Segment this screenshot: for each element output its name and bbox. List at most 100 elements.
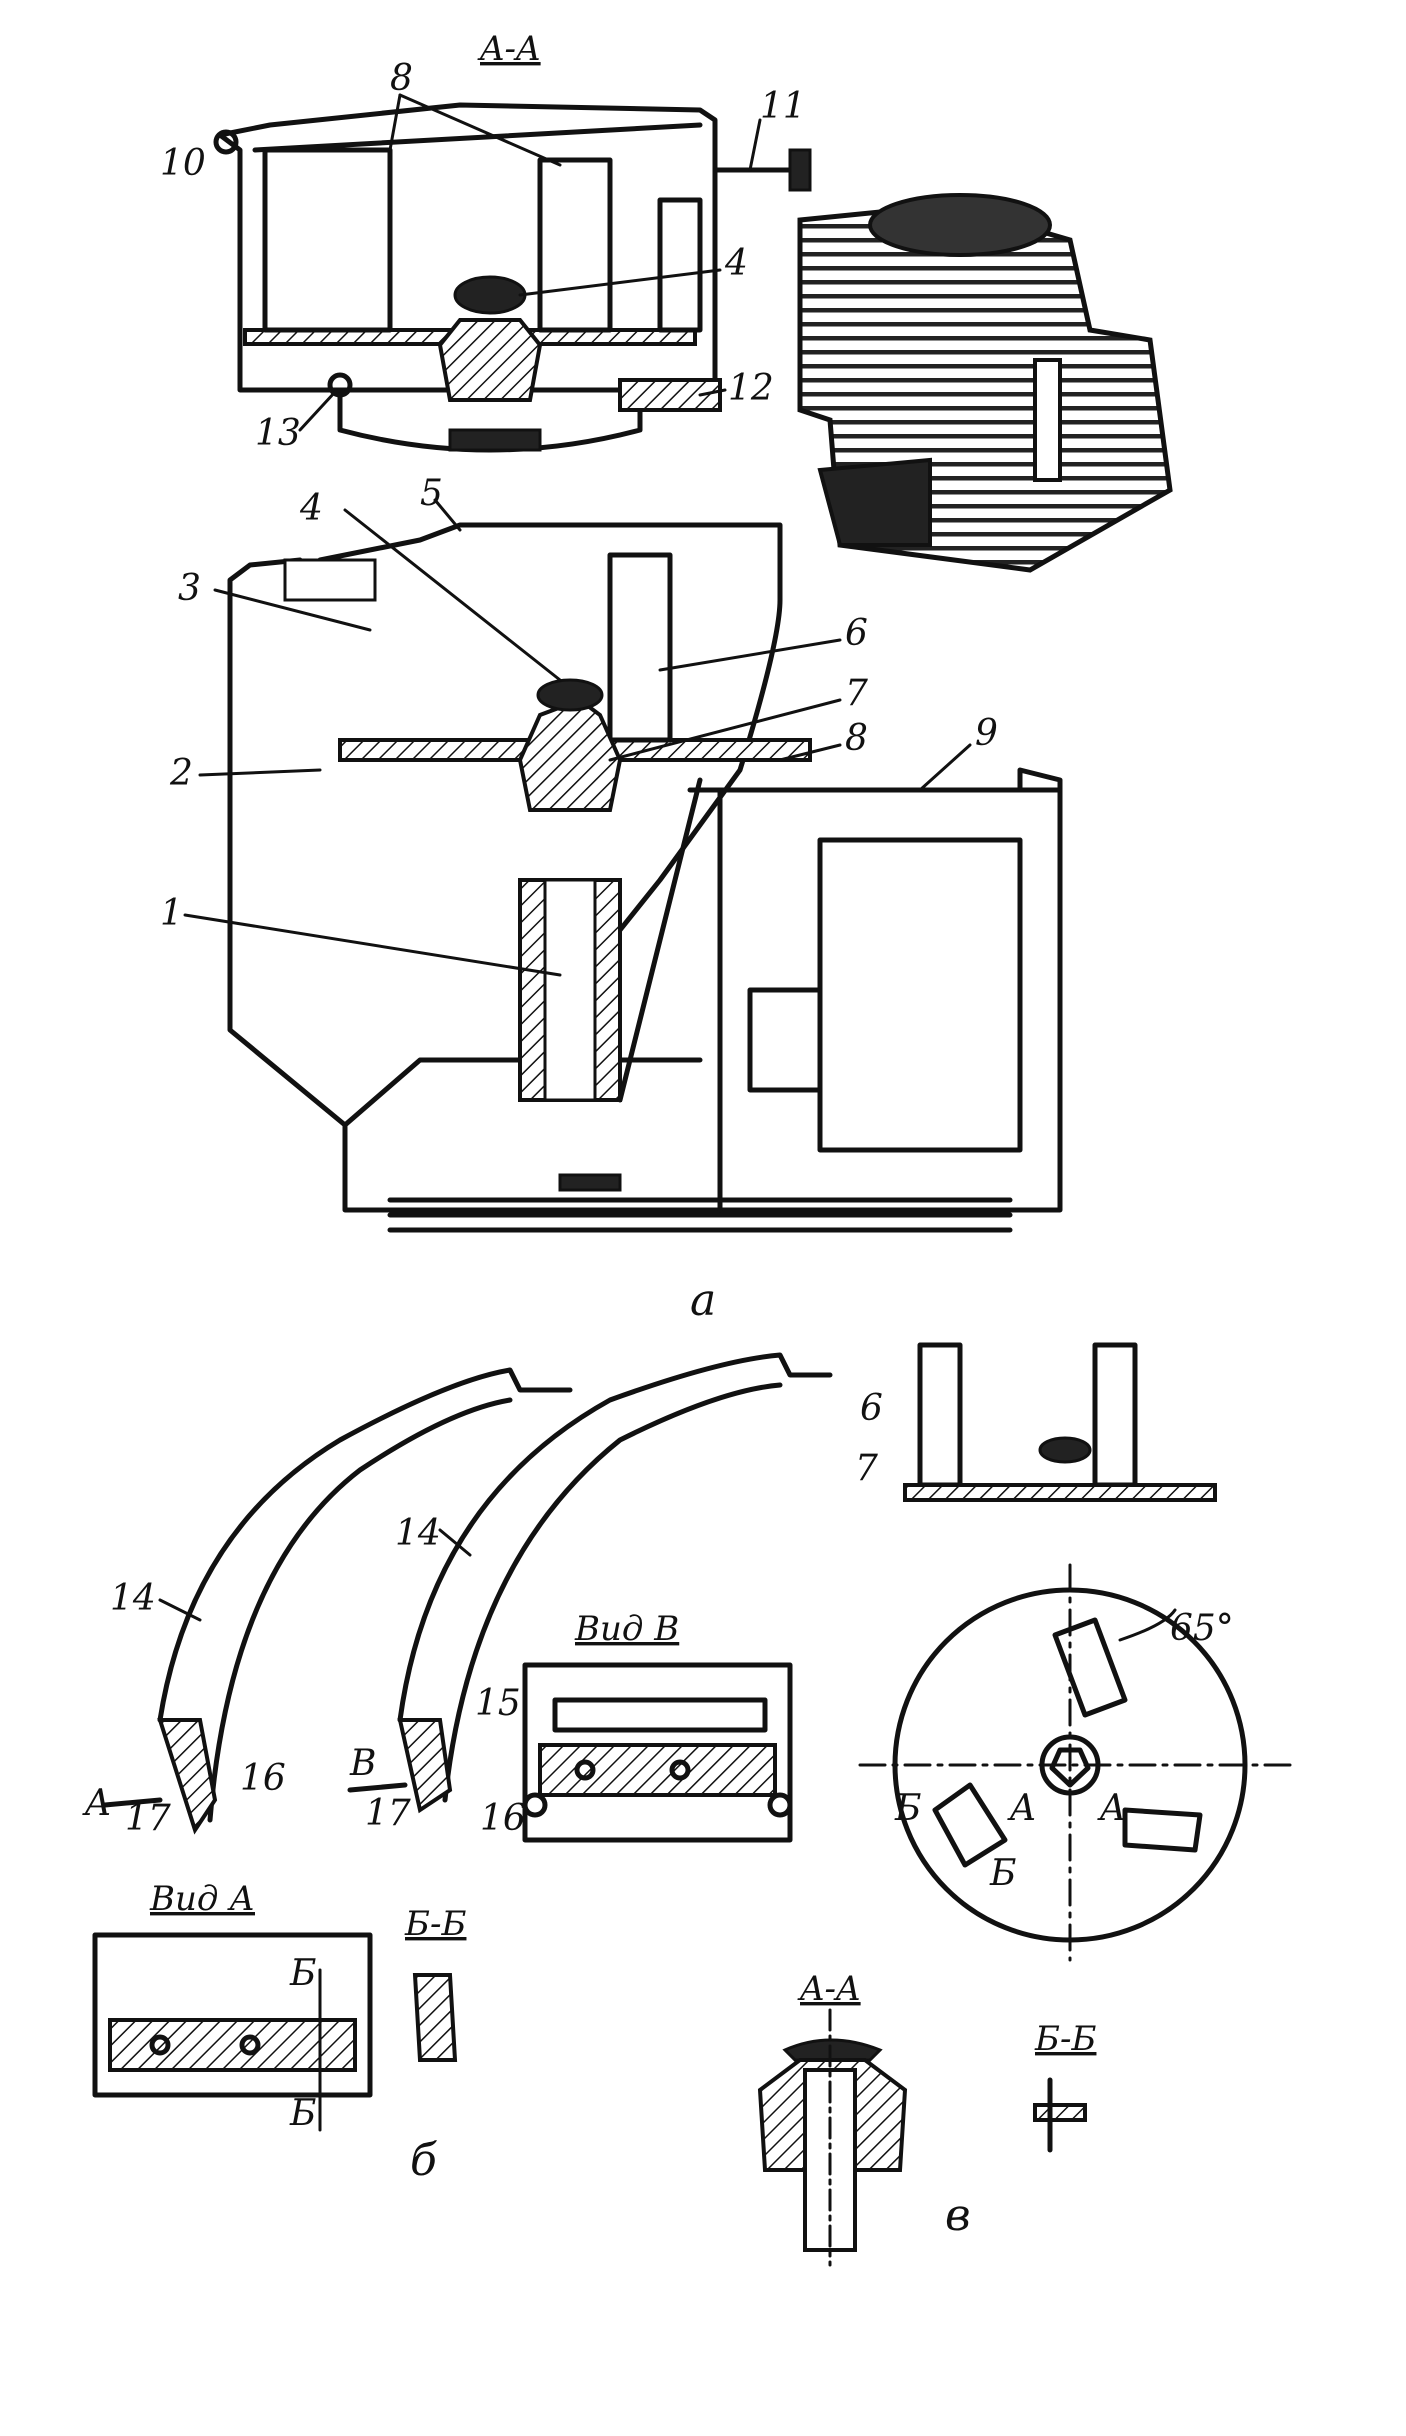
label-13: 13 xyxy=(255,413,301,454)
section-b-blades: 14 14 16 16 17 17 15 A B xyxy=(82,1352,833,1839)
label-16b: 16 xyxy=(480,1798,526,1839)
label-7-main: 7 xyxy=(845,673,868,714)
label-16a: 16 xyxy=(240,1758,286,1799)
leader-13 xyxy=(298,390,337,432)
rotor-nut xyxy=(1038,1436,1092,1464)
top-hub xyxy=(437,318,543,402)
leader-7-main xyxy=(608,698,842,762)
perspective-chute-opening xyxy=(817,457,932,547)
label-8: 8 xyxy=(390,58,413,99)
caption-b: б xyxy=(410,2135,437,2186)
section-aa-bottom-title: A-A xyxy=(797,1969,861,2009)
arrow-a xyxy=(102,1797,163,1808)
main-motor xyxy=(817,837,1023,1153)
leader-14b xyxy=(438,1528,472,1557)
view-b-slot xyxy=(552,1697,768,1733)
machine-perspective-view xyxy=(797,193,1173,573)
view-b-frame xyxy=(522,1662,793,1843)
blade-left-tip xyxy=(157,1718,218,1835)
blade-right-tip xyxy=(397,1718,453,1814)
top-base-foot xyxy=(448,428,542,452)
label-3: 3 xyxy=(178,568,201,609)
label-6-rotor: 6 xyxy=(860,1388,883,1429)
leader-2 xyxy=(198,768,322,777)
leader-6-main xyxy=(658,638,842,672)
aa-bottom-nut xyxy=(782,2038,883,2062)
disc-hub-star xyxy=(1049,1747,1091,1788)
top-handle-knob xyxy=(788,148,812,192)
blade-right-inner xyxy=(442,1382,783,1803)
main-blade-6 xyxy=(607,552,673,743)
main-base xyxy=(342,767,1063,1213)
view-a-b-lower: Б xyxy=(289,2093,316,2134)
leader-11 xyxy=(748,118,762,172)
caption-v: в xyxy=(945,2190,971,2241)
label-11: 11 xyxy=(760,86,806,127)
label-4-main: 4 xyxy=(299,488,323,529)
label-arrow-a: A xyxy=(82,1783,111,1824)
top-hinge-10 xyxy=(213,129,239,155)
leader-8-main xyxy=(778,743,842,762)
blade-left-outer xyxy=(157,1367,573,1723)
view-a-knife xyxy=(108,2018,357,2072)
section-aa-title: A-A xyxy=(477,29,541,69)
label-7-rotor: 7 xyxy=(855,1448,878,1489)
leader-4-top xyxy=(518,268,722,297)
view-b: Вид В xyxy=(522,1609,793,1843)
bb-bottom-profile xyxy=(1033,2103,1087,2122)
leader-3 xyxy=(213,588,372,632)
label-8-main: 8 xyxy=(845,718,868,759)
top-side-panel xyxy=(657,197,703,333)
leader-8b xyxy=(398,93,562,167)
disc-knife-1 xyxy=(1052,1617,1128,1718)
leader-5 xyxy=(433,498,462,532)
view-a-bolt-2 xyxy=(239,2034,261,2056)
label-6-main: 6 xyxy=(845,613,868,654)
section-bb-small-profile xyxy=(412,1973,458,2062)
view-a: Вид А Б Б Б-Б б xyxy=(92,1879,466,2186)
rotor-disc xyxy=(903,1483,1217,1502)
main-belt xyxy=(387,1197,1013,1233)
top-lid-inner xyxy=(252,122,703,153)
top-hub-nut xyxy=(453,275,527,315)
label-1: 1 xyxy=(160,893,183,934)
top-housing-outline xyxy=(217,102,718,393)
section-bb-small-title: Б-Б xyxy=(404,1904,466,1944)
view-a-b-upper: Б xyxy=(289,1953,316,1994)
leader-1 xyxy=(183,913,562,977)
top-blade-right xyxy=(537,157,613,333)
main-hub xyxy=(517,697,623,812)
leader-4-main xyxy=(343,508,562,682)
main-section-a: 4 5 3 2 1 6 7 8 9 a xyxy=(160,473,1063,1326)
label-angle: 65° xyxy=(1170,1608,1234,1649)
label-5: 5 xyxy=(420,473,443,514)
view-b-bolt-2 xyxy=(669,1759,691,1781)
caption-a: a xyxy=(690,1275,716,1326)
label-4-top: 4 xyxy=(724,243,748,284)
main-cone-line xyxy=(617,777,703,1103)
blade-left-inner xyxy=(207,1397,513,1823)
main-shaft xyxy=(543,878,597,1102)
disc-label-b2: Б xyxy=(989,1853,1016,1894)
label-12: 12 xyxy=(728,368,774,409)
arrow-b xyxy=(347,1782,408,1793)
leader-14a xyxy=(158,1598,202,1622)
rotor-blade-left xyxy=(917,1342,963,1488)
label-17a: 17 xyxy=(125,1798,171,1839)
disc-knife-2 xyxy=(932,1782,1008,1868)
main-hub-nut xyxy=(536,678,604,712)
label-arrow-b: B xyxy=(349,1743,376,1784)
main-pulley xyxy=(558,1173,622,1192)
label-15: 15 xyxy=(475,1683,521,1724)
top-hinge-13 xyxy=(327,372,353,398)
label-2: 2 xyxy=(169,753,193,794)
leader-9 xyxy=(918,743,972,792)
section-v-disc: 6 7 65° Б A A Б A-A Б-Б в xyxy=(757,1342,1292,2267)
section-aa-top: A-A 8 10 11 4 12 13 xyxy=(160,29,812,454)
label-17b: 17 xyxy=(365,1793,411,1834)
rotor-blade-right xyxy=(1092,1342,1138,1488)
view-b-bolt-3 xyxy=(522,1792,548,1818)
main-housing-left xyxy=(227,557,348,1128)
view-a-title: Вид А xyxy=(149,1879,255,1919)
